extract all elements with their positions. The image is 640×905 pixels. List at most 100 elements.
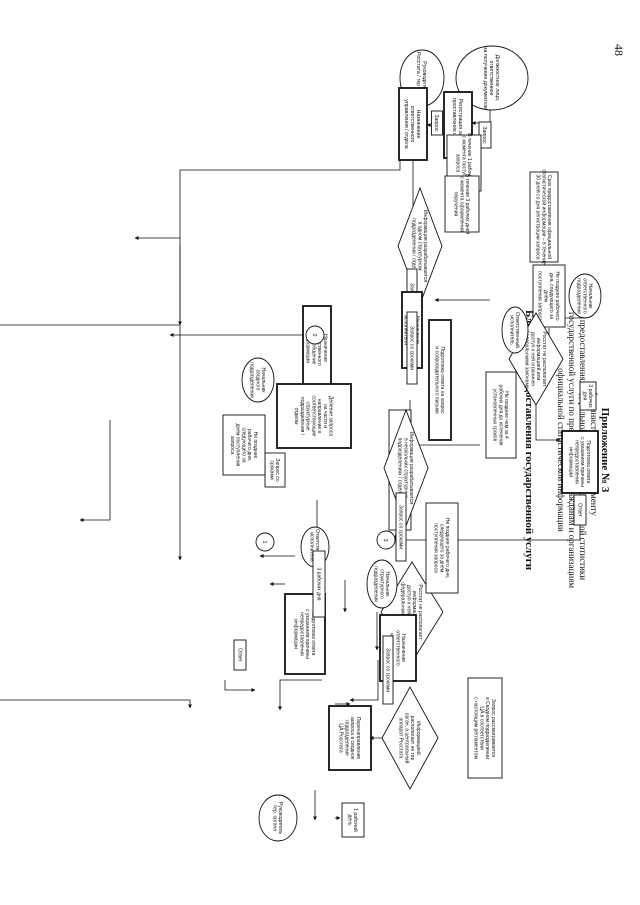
flow-node-text: ЦА Росстата — [338, 723, 344, 752]
flow-node-text: дня, следующего за — [548, 273, 554, 319]
flow-node-text: направление в — [316, 399, 322, 434]
flow-node-n47-circle: 1 — [255, 532, 275, 552]
flow-node-text: информацией или — [535, 338, 542, 381]
flow-node-text: Запрос со сроками — [408, 326, 414, 370]
flow-node-text: статистической информации – в течение — [540, 169, 547, 264]
flow-node-text: Запрос — [481, 126, 487, 144]
flow-node-text: информации — [568, 447, 574, 477]
flow-node-text: Должностное лицо, — [494, 55, 500, 102]
connector-arrow-34 — [349, 660, 379, 702]
flow-node-text: Росстата / тер органа — [415, 52, 421, 104]
flow-node-text: подразделение — [343, 720, 349, 756]
flow-node-text: Ответственный — [514, 312, 521, 348]
flow-node-shape — [568, 273, 602, 319]
flow-node-shape — [501, 306, 529, 354]
flow-node-n15-rect: Ответ — [573, 494, 587, 526]
flow-node-text: подразделениях / отделах — [397, 438, 403, 499]
flow-node-text: исполнитель — [508, 315, 514, 345]
flow-node-text: доступ к ней ограничен — [405, 585, 412, 640]
flow-node-text: днем поступления — [235, 424, 241, 467]
flow-node-text: поручения — [453, 192, 459, 217]
flow-node-text: Руководитель — [277, 802, 283, 835]
flow-node-text: Деление запроса — [328, 396, 334, 436]
flow-node-text: отделы — [293, 408, 299, 425]
flow-node-shape — [258, 794, 298, 842]
flow-node-n40-rect: Не позднее рабочего дня,следующего за дн… — [425, 502, 459, 594]
flow-node-text: на части и — [322, 404, 328, 428]
flow-node-n19-rect: Запрос со сроками — [406, 311, 418, 385]
flow-node-text: ответственного — [581, 278, 587, 314]
flow-node-text: соответствующие — [310, 395, 316, 436]
flow-node-text: день — [346, 814, 352, 825]
flow-node-text: информации — [293, 619, 299, 649]
flow-node-shape — [398, 87, 428, 161]
flow-node-shape — [383, 408, 429, 528]
flow-node-shape — [276, 383, 352, 449]
flow-node-text: подразделении / отделе — [411, 218, 417, 274]
flow-node-text: аппарат Росстата — [398, 718, 404, 759]
flow-node-n45-rect: 3 рабочих дня — [312, 550, 326, 618]
flow-node-shape — [406, 311, 418, 385]
flow-node-text: Информацией — [415, 721, 422, 755]
flow-node-text: непредоставления — [298, 612, 304, 656]
flow-node-text: запроса в сводное — [349, 716, 355, 759]
flow-node-text: Начальник — [384, 572, 390, 598]
flow-node-text: подразделения / — [299, 397, 305, 436]
flow-node-shape — [241, 357, 275, 403]
flow-node-text: непредоставления — [573, 440, 579, 484]
flow-node-shape — [312, 550, 326, 618]
flow-node-shape — [376, 530, 396, 550]
flow-node-text: поступления запроса — [433, 523, 439, 573]
flow-node-shape — [561, 430, 599, 494]
flow-node-shape — [395, 492, 407, 562]
flow-node-text: 1 — [261, 540, 267, 543]
flow-node-text: Начальник — [587, 284, 593, 310]
connector-arrow-17 — [387, 525, 581, 542]
flow-node-text: Запрос со — [274, 458, 280, 482]
flow-node-text: Регистрация запроса, — [457, 99, 463, 152]
flow-node-text: Не позднее — [252, 432, 258, 459]
flow-node-text: установленных сроков — [492, 389, 498, 442]
flow-node-text: Подготовка ответа — [310, 613, 316, 656]
flow-node-text: доступ к ней ограничен — [529, 332, 536, 387]
flow-node-shape — [485, 371, 517, 459]
flow-node-text: располагает не тер — [409, 716, 415, 761]
flow-node-shape — [233, 639, 247, 671]
flow-node-text: с момента оформления — [458, 176, 464, 232]
flow-node-text: запроса — [455, 154, 461, 173]
flow-node-text: с момента поступления — [460, 136, 466, 191]
flow-node-shape — [341, 802, 365, 838]
flow-node-text: ЦА в соответствии — [478, 706, 484, 749]
flow-node-text: рабочих дня до истечения — [497, 384, 503, 445]
flow-node-text: Подготовка ответа на запрос — [439, 346, 445, 414]
flow-node-text: Ответственный — [314, 529, 321, 565]
flow-node-text: управления / отдела — [403, 99, 409, 148]
flow-node-shape — [425, 502, 459, 594]
flow-node-text: 3 — [382, 538, 388, 541]
flow-node-text: информации — [305, 333, 311, 363]
flow-node-text: Назначение — [322, 334, 328, 362]
flow-node-text: Назначение — [415, 110, 421, 139]
connector-arrow-5 — [178, 160, 401, 561]
flow-node-text: 2 — [311, 333, 317, 336]
flow-node-text: структурного — [378, 569, 384, 599]
flow-node-text: 1 рабочий — [352, 808, 359, 832]
flow-node-text: и сопроводительного письма — [433, 346, 439, 414]
flow-node-text: с настоящим регламентом — [473, 697, 479, 759]
flow-node-shape — [255, 532, 275, 552]
flow-node-text: Начальник — [260, 368, 266, 394]
